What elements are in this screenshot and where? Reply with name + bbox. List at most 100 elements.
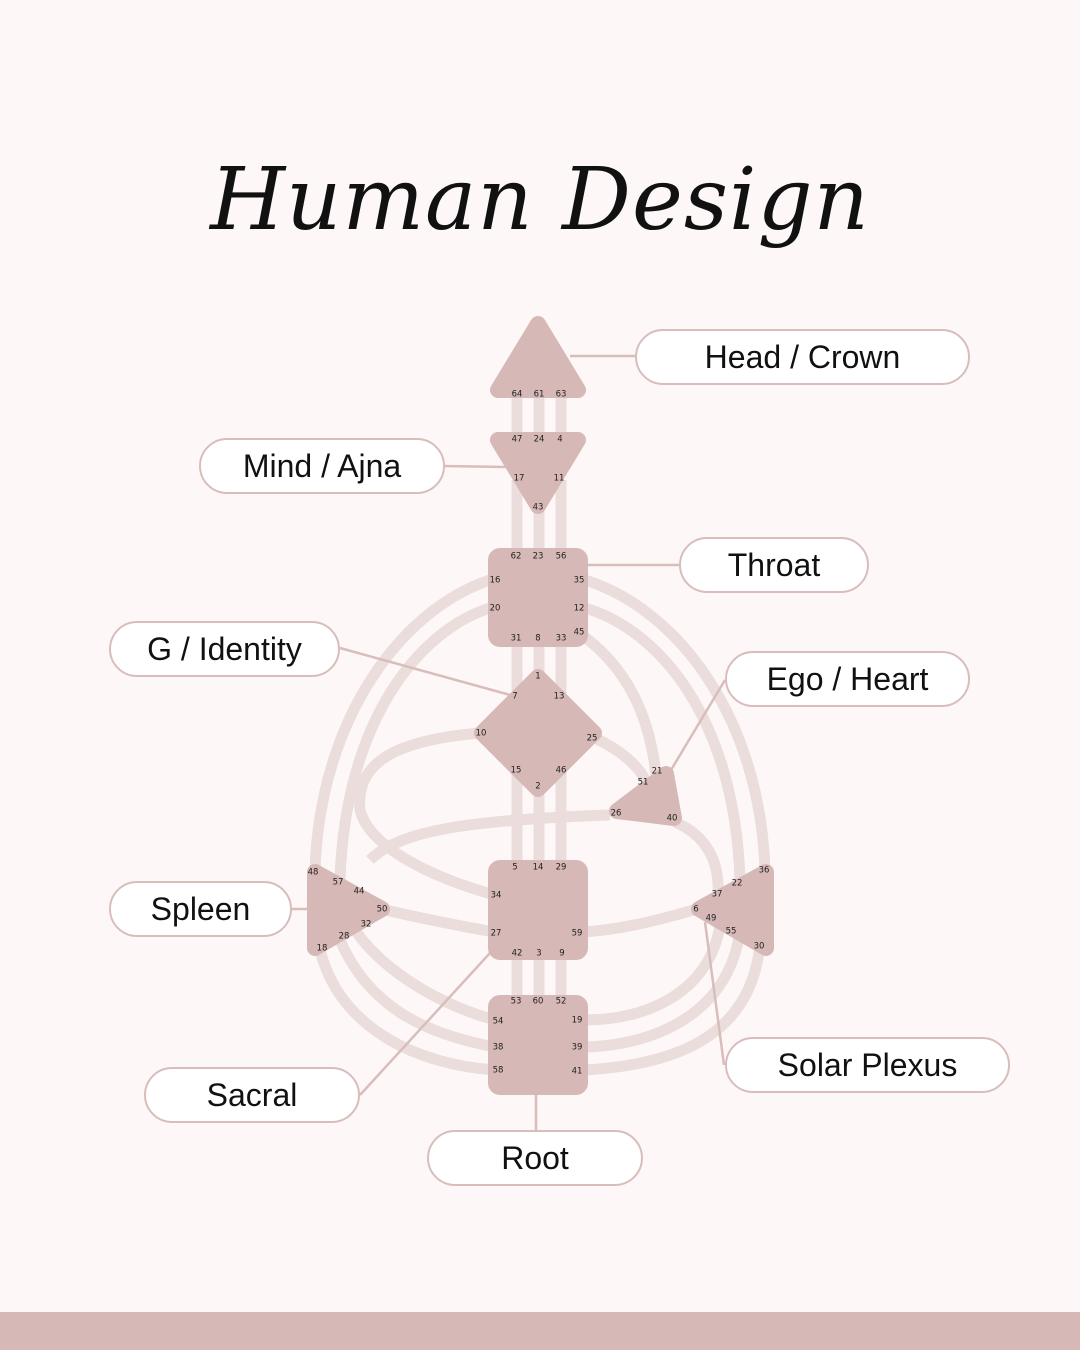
- gate-number: 44: [354, 887, 365, 897]
- gate-number: 49: [706, 914, 717, 924]
- channels: [309, 395, 771, 1076]
- centers: [307, 316, 774, 1095]
- throat-center[interactable]: [488, 548, 588, 647]
- channel: [584, 929, 746, 1053]
- solar-plexus-center[interactable]: [691, 864, 774, 956]
- label-sacral: Sacral: [144, 1067, 360, 1123]
- gate-number: 56: [556, 552, 567, 562]
- gate-number: 31: [511, 634, 522, 644]
- gate-number: 23: [533, 552, 544, 562]
- gate-number: 60: [533, 997, 544, 1007]
- label-spleen: Spleen: [109, 881, 292, 937]
- gate-number: 62: [511, 552, 522, 562]
- connector-ego: [666, 679, 727, 776]
- gate-number: 63: [556, 390, 567, 400]
- label-g-identity: G / Identity: [109, 621, 340, 677]
- gate-number: 29: [556, 863, 567, 873]
- connector-g: [339, 646, 511, 697]
- gate-number: 8: [535, 634, 540, 644]
- footer-bar: [0, 1312, 1080, 1350]
- connector-solar-plexus: [703, 921, 726, 1066]
- gate-number: 17: [514, 474, 525, 484]
- gate-number: 50: [377, 905, 388, 915]
- gate-number: 24: [534, 435, 545, 445]
- ego-center[interactable]: [609, 766, 682, 826]
- channel: [583, 602, 746, 881]
- root-center[interactable]: [488, 995, 588, 1095]
- gate-number: 26: [611, 809, 622, 819]
- gate-number: 3: [536, 949, 541, 959]
- gate-number: 25: [587, 734, 598, 744]
- gate-number: 55: [726, 927, 737, 937]
- label-solar-plexus: Solar Plexus: [725, 1037, 1010, 1093]
- gate-number: 28: [339, 932, 350, 942]
- gate-number: 64: [512, 390, 523, 400]
- channel: [583, 574, 771, 871]
- gate-number: 14: [533, 863, 544, 873]
- gate-number: 37: [712, 890, 723, 900]
- connector-ajna: [443, 464, 506, 469]
- gate-number: 10: [476, 729, 487, 739]
- gate-number: 2: [535, 782, 540, 792]
- gate-number: 1: [535, 672, 540, 682]
- gate-number: 32: [361, 920, 372, 930]
- label-root: Root: [427, 1130, 643, 1186]
- gate-number: 7: [512, 692, 517, 702]
- label-mind-ajna: Mind / Ajna: [199, 438, 445, 494]
- gate-number: 51: [638, 778, 649, 788]
- gate-number: 19: [572, 1016, 583, 1026]
- channel: [366, 809, 611, 865]
- gate-number: 54: [493, 1017, 504, 1027]
- gate-number: 5: [512, 863, 517, 873]
- gate-number: 57: [333, 878, 344, 888]
- gate-number: 40: [667, 814, 678, 824]
- gate-number: 36: [759, 866, 770, 876]
- channel: [581, 902, 702, 938]
- channel: [584, 924, 726, 1026]
- sacral-center[interactable]: [488, 860, 588, 960]
- gate-number: 33: [556, 634, 567, 644]
- gate-number: 48: [308, 868, 319, 878]
- channel: [592, 733, 650, 783]
- gate-number: 13: [554, 692, 565, 702]
- channel: [672, 816, 724, 896]
- gate-number: 47: [512, 435, 523, 445]
- channel: [334, 937, 496, 1053]
- gate-number: 4: [557, 435, 562, 445]
- gate-number: 11: [554, 474, 565, 484]
- channel: [578, 630, 662, 776]
- gate-number: 12: [574, 604, 585, 614]
- channel: [334, 602, 497, 1026]
- gate-number: 46: [556, 766, 567, 776]
- gate-number: 21: [652, 767, 663, 777]
- channel: [354, 727, 497, 901]
- gate-number: 58: [493, 1066, 504, 1076]
- gate-number: 42: [512, 949, 523, 959]
- label-throat: Throat: [679, 537, 869, 593]
- spleen-center[interactable]: [307, 864, 390, 956]
- gate-number: 52: [556, 997, 567, 1007]
- gate-number: 18: [317, 944, 328, 954]
- gate-number: 53: [511, 997, 522, 1007]
- gate-number: 59: [572, 929, 583, 939]
- connectors: [292, 354, 727, 1131]
- gate-number: 9: [559, 949, 564, 959]
- gate-number: 34: [491, 891, 502, 901]
- gate-number: 43: [533, 503, 544, 513]
- gate-number: 38: [493, 1043, 504, 1053]
- gate-number: 61: [534, 390, 545, 400]
- gate-number: 39: [572, 1043, 583, 1053]
- gate-number: 35: [574, 576, 585, 586]
- ajna-center[interactable]: [490, 432, 586, 514]
- g-center[interactable]: [474, 669, 602, 797]
- gate-number: 20: [490, 604, 501, 614]
- gate-number: 30: [754, 942, 765, 952]
- head-center[interactable]: [490, 316, 586, 398]
- channel: [314, 948, 496, 1076]
- channel: [584, 944, 766, 1076]
- gate-number: 27: [491, 929, 502, 939]
- gate-number: 16: [490, 576, 501, 586]
